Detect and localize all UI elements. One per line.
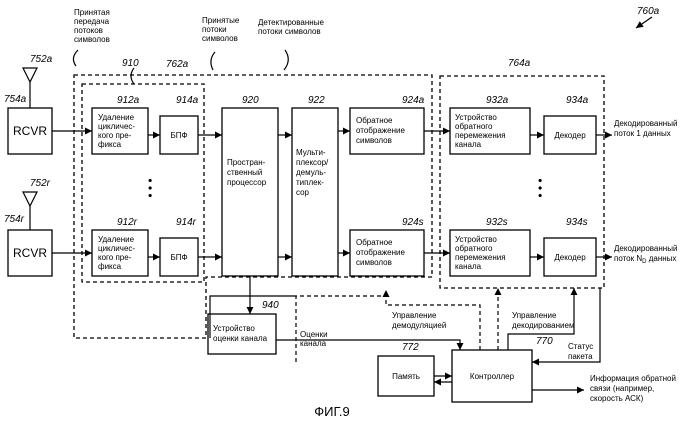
ref-912a: 912a — [117, 95, 140, 106]
squiggle-received-tx — [73, 50, 78, 66]
ref-914r: 914r — [176, 217, 197, 228]
wire-demod-control-branch — [296, 296, 386, 362]
squiggle-detected-streams — [284, 50, 288, 70]
output-s-label: Декодированный поток ND данных — [614, 244, 680, 265]
figure-ref-main: 760a — [637, 6, 660, 17]
rcvr-r-label: RCVR — [13, 246, 47, 260]
ref-934s: 934s — [566, 217, 588, 228]
ellipsis-left: • • • — [143, 178, 157, 197]
ref-764a: 764a — [508, 58, 531, 69]
rcvr-a-label: RCVR — [13, 124, 47, 138]
label-received-transmission: Принятая передача потоков символов — [74, 8, 112, 44]
squiggle-received-streams — [211, 52, 215, 70]
fft-a-label: БПФ — [170, 131, 187, 140]
ref-924a: 924a — [402, 95, 425, 106]
fft-r-label: БПФ — [170, 253, 187, 262]
label-detected-streams: Детектированные потоки символов — [258, 18, 326, 36]
channel-estimates-label: Оценки канала — [300, 330, 330, 348]
decode-control-label: Управление декодированием — [512, 311, 574, 330]
feedback-info-label: Информация обратной связи (например, ско… — [590, 374, 678, 403]
label-received-streams: Принятые потоки символов — [202, 16, 242, 43]
spatial-processor-block — [222, 108, 278, 276]
wire-demod-control — [386, 290, 480, 350]
ref-932a: 932a — [486, 95, 509, 106]
ref-752a: 752a — [30, 54, 53, 65]
ellipsis-right: • • • — [533, 178, 547, 197]
ref-770: 770 — [536, 336, 553, 347]
decoder-s-label: Декодер — [554, 253, 586, 262]
ref-772: 772 — [402, 342, 419, 353]
ref-754a: 754a — [4, 94, 27, 105]
ref-920: 920 — [242, 95, 259, 106]
ref-922: 922 — [308, 95, 325, 106]
controller-label: Контроллер — [470, 372, 515, 381]
spatial-processor-label: Простран- ственный процессор — [227, 158, 268, 187]
figure-caption: ФИГ.9 — [314, 404, 350, 419]
antenna-a-icon — [23, 68, 37, 82]
ref-924s: 924s — [402, 217, 424, 228]
output-a-label: Декодированный поток 1 данных — [614, 119, 680, 138]
ref-752r: 752r — [30, 178, 51, 189]
ref-754r: 754r — [4, 214, 25, 225]
ref-912r: 912r — [117, 217, 138, 228]
packet-status-label: Статус пакета — [568, 342, 596, 361]
ref-940: 940 — [262, 300, 279, 311]
decoder-a-label: Декодер — [554, 131, 586, 140]
antenna-r-icon — [23, 192, 37, 206]
figure-ref-arrow — [636, 17, 652, 28]
memory-label: Память — [392, 372, 420, 381]
demod-control-label: Управление демодуляцией — [392, 311, 446, 330]
ref-934a: 934a — [566, 95, 589, 106]
ref-910-pointer — [131, 68, 134, 84]
ref-910: 910 — [122, 58, 139, 69]
ref-932s: 932s — [486, 217, 508, 228]
ref-762a: 762a — [166, 59, 189, 70]
ref-914a: 914a — [176, 95, 199, 106]
